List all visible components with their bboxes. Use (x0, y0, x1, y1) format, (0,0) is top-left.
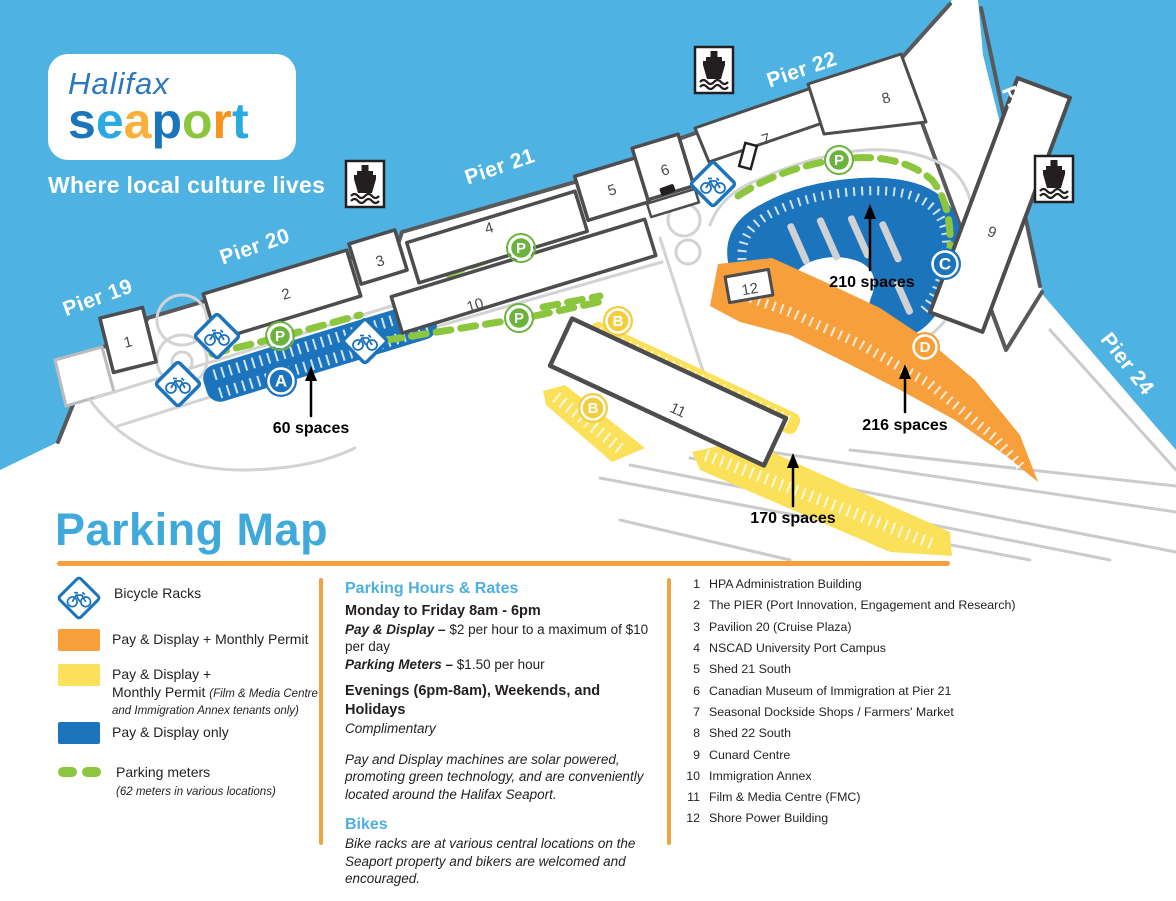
legend-item-bike-racks: Bicycle Racks (56, 574, 201, 622)
meter-markers: P P P P (265, 145, 854, 351)
divider (667, 578, 671, 845)
buildings (98, 52, 1073, 468)
lot-c-spaces: 210 spaces (829, 274, 915, 291)
hours-title: Parking Hours & Rates (345, 580, 519, 597)
logo-seaport-text: seaport (68, 93, 249, 149)
logo-tagline: Where local culture lives (48, 172, 326, 198)
yellow-swatch (58, 664, 100, 686)
hours-evenings: Evenings (6pm-8am), Weekends, and Holida… (345, 683, 601, 719)
svg-text:P: P (516, 240, 526, 257)
ship-icon (1033, 154, 1075, 204)
svg-text:D: D (920, 339, 931, 356)
lot-c-marker: C (929, 248, 961, 280)
building-number-11: 11 (667, 399, 688, 421)
halifax-seaport-logo: Halifax seaport (48, 54, 296, 160)
svg-text:P: P (834, 152, 844, 169)
building-number-10: 10 (465, 295, 486, 316)
lot-d-pay-display-monthly (710, 258, 1038, 482)
lot-d-marker: D (910, 332, 940, 362)
legend-item-yellow: Pay & Display + Monthly Permit (Film & M… (56, 664, 318, 719)
lot-a-pay-display-only (203, 302, 437, 402)
lot-b-marker-1: B (603, 306, 633, 336)
legend-item-blue: Pay & Display only (56, 722, 229, 744)
lot-b-spaces: 170 spaces (750, 510, 836, 527)
svg-text:B: B (613, 313, 624, 330)
parking-meter-dashes-icon (56, 762, 104, 777)
parking-meter-marker: P (506, 233, 536, 263)
ship-icon (693, 45, 735, 95)
orange-swatch (58, 629, 100, 651)
legend-item-orange: Pay & Display + Monthly Permit (56, 629, 308, 651)
parking-meter-marker: P (504, 303, 534, 333)
lot-c-rows (787, 215, 914, 315)
logo-halifax-text: Halifax (68, 66, 170, 101)
hours-complimentary: Complimentary (345, 721, 436, 737)
blue-swatch (58, 722, 100, 744)
parking-meter-marker: P (265, 321, 295, 351)
legend-item-meters: Parking meters (62 meters in various loc… (56, 762, 276, 799)
legend-label: Parking meters (62 meters in various loc… (116, 764, 276, 798)
ship-icon (344, 159, 386, 209)
parking-hours-section: Parking Hours & Rates Monday to Friday 8… (345, 580, 657, 901)
lot-markers: A B B C D (265, 248, 961, 423)
bikes-paragraph: Bike racks are at various central locati… (345, 836, 636, 887)
legend-label: Bicycle Racks (114, 585, 202, 601)
svg-text:P: P (514, 310, 524, 327)
space-annotations: 60 spaces 210 spaces 216 spaces 170 spac… (273, 204, 948, 527)
lot-a-marker: A (265, 365, 297, 397)
parking-meter-marker: P (824, 145, 854, 175)
bikes-title: Bikes (345, 816, 388, 834)
building-number-12: 12 (740, 280, 759, 300)
hours-meter-rate: Parking Meters – $1.50 per hour (345, 656, 545, 672)
hours-paragraph: Pay and Display machines are solar power… (345, 751, 644, 802)
building-numbers: 1 2 3 4 5 6 7 8 9 10 11 12 (122, 89, 999, 421)
svg-text:A: A (275, 372, 287, 391)
hours-weekday: Monday to Friday 8am - 6pm (345, 603, 541, 619)
legend-label: Pay & Display only (112, 724, 229, 740)
bicycle-rack-icon (56, 574, 102, 622)
lot-d-spaces: 216 spaces (862, 417, 948, 434)
divider (319, 578, 323, 845)
svg-text:C: C (939, 255, 951, 274)
lot-b-marker-2: B (578, 393, 608, 423)
svg-text:B: B (588, 400, 599, 417)
legend-label: Pay & Display + Monthly Permit (112, 631, 309, 647)
hours-pay-display-rate: Pay & Display – $2 per hour to a maximum… (345, 621, 649, 655)
title-rule (57, 561, 950, 566)
lot-a-spaces: 60 spaces (273, 420, 350, 437)
legend-label: Pay & Display + Monthly Permit (Film & M… (112, 666, 318, 717)
harbour-map: 1 2 3 4 5 6 7 8 9 10 11 12 Pier 19 Pier … (0, 0, 1176, 562)
building-number-1: 1 (122, 333, 134, 352)
svg-text:P: P (275, 328, 285, 345)
page-title: Parking Map (55, 504, 329, 555)
